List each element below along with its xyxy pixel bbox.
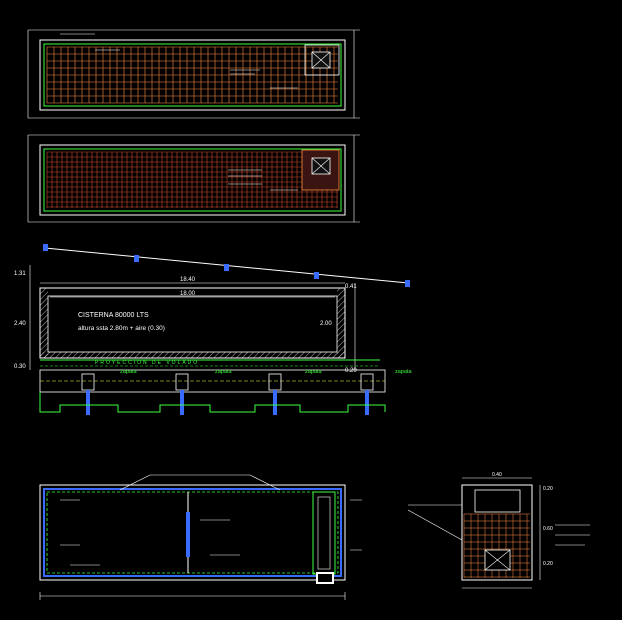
detail-side-dim: 0.20 <box>543 486 553 492</box>
footing-label: zapata <box>305 369 322 375</box>
cistern-section <box>29 265 386 415</box>
detail-top-dim: 0.40 <box>492 472 502 478</box>
section-subtitle: altura ssta 2.80m + aire (0.30) <box>78 325 165 332</box>
dim-top-length: 18.40 <box>180 277 196 283</box>
footing-label: zapata <box>395 369 412 375</box>
wall-plan <box>39 474 362 600</box>
section-title: CISTERNA 80000 LTS <box>78 312 149 319</box>
dim-left-height-1: 1.31 <box>14 271 26 277</box>
manhole-detail <box>407 477 590 589</box>
slab-plan-top <box>27 29 360 119</box>
rebar-mesh-bottom <box>46 151 338 208</box>
dim-slope-right: 0.41 <box>345 284 357 290</box>
slab-plan-bottom <box>27 134 360 223</box>
detail-side-dim: 0.60 <box>543 526 553 532</box>
roof-slope <box>43 244 410 287</box>
footing-label: zapata <box>120 369 137 375</box>
projection-label: PROYECCION DE VOLADO <box>95 360 199 366</box>
footing-label: zapata <box>215 369 232 375</box>
dim-bottom-level: 0.30 <box>14 364 26 370</box>
detail-side-dim: 0.20 <box>543 561 553 567</box>
dim-left-height-2: 2.40 <box>14 321 26 327</box>
dim-right-level: 0.20 <box>345 368 357 374</box>
rebar-mesh-top <box>46 46 338 104</box>
dim-right-height: 2.00 <box>320 321 332 327</box>
dim-inner-length: 18.00 <box>180 291 196 297</box>
